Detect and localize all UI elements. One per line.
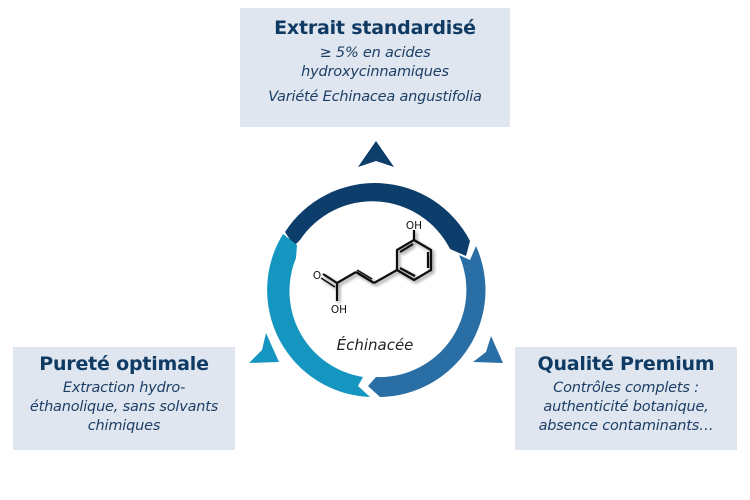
node-line: hydroxycinnamiques — [301, 64, 449, 80]
molecule-atom-oh-acid: OH — [331, 304, 347, 316]
node-line: authenticité botanique, — [543, 399, 709, 415]
node-title-right: Qualité Premium — [537, 353, 715, 375]
node-line: ≥ 5% en acides — [319, 45, 431, 61]
ring-segment-right — [368, 246, 486, 397]
molecule-structure-icon — [320, 230, 433, 301]
node-line: Variété Echinacea angustifolia — [268, 89, 482, 105]
node-line: absence contaminants… — [538, 418, 714, 434]
node-box-top: Extrait standardisé ≥ 5% en acides hydro… — [240, 8, 510, 127]
arrow-marker-left-icon — [249, 333, 279, 363]
molecule-atom-oh-top: OH — [406, 220, 422, 232]
node-title-top: Extrait standardisé — [274, 17, 476, 39]
arrow-marker-top-icon — [358, 141, 394, 167]
molecule-atom-o: O — [313, 270, 321, 282]
ring-segment-left — [267, 234, 370, 397]
node-box-right: Qualité Premium Contrôles complets : aut… — [515, 347, 737, 450]
arrow-marker-right-icon — [473, 336, 503, 363]
node-box-left: Pureté optimale Extraction hydro- éthano… — [13, 347, 235, 450]
ring-segment-top — [285, 183, 470, 256]
node-line: Extraction hydro- — [62, 380, 186, 396]
node-line: chimiques — [87, 418, 161, 434]
node-line: éthanolique, sans solvants — [29, 399, 219, 415]
node-title-left: Pureté optimale — [39, 353, 209, 375]
node-line: Contrôles complets : — [553, 380, 699, 396]
center-label: Échinacée — [336, 336, 414, 354]
